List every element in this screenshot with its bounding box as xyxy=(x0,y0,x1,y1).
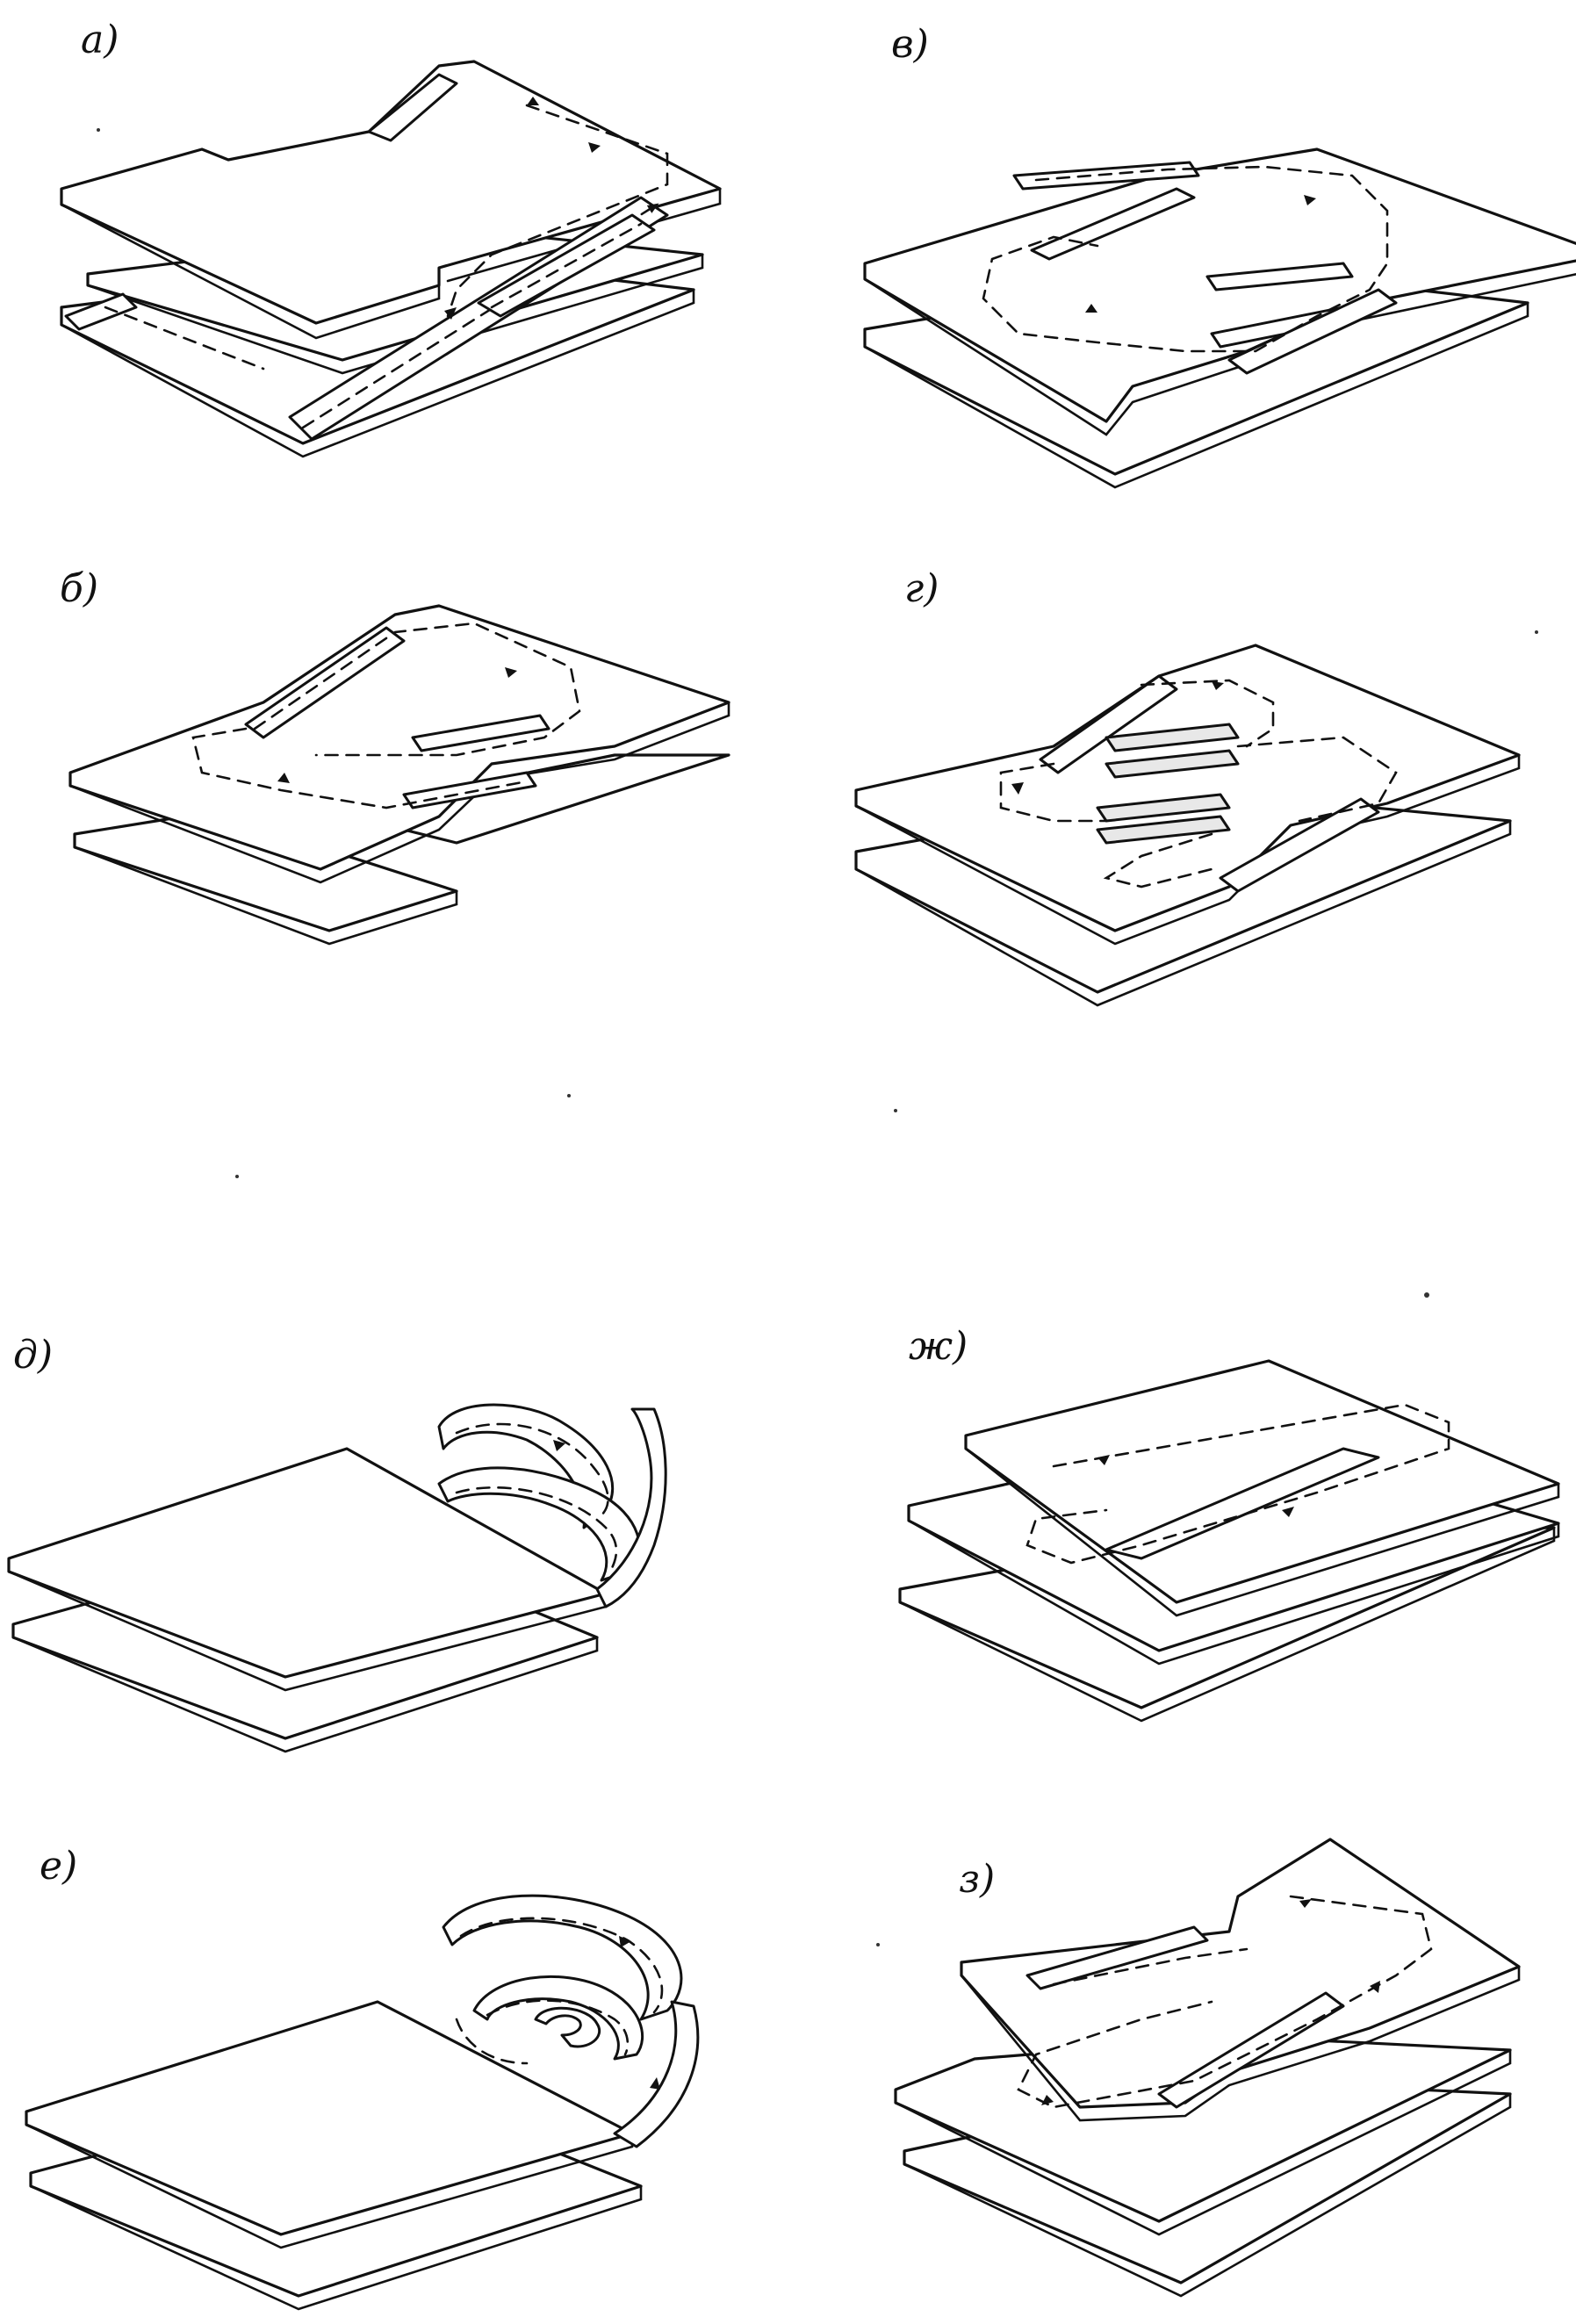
top-plate xyxy=(25,2000,634,2236)
connector-strip xyxy=(1012,161,1200,191)
busbar-assembly-b xyxy=(68,604,730,946)
panel-v: в) xyxy=(863,22,1576,489)
panel-label-z: з) xyxy=(959,1857,995,1902)
busbar-assembly-d xyxy=(7,1403,667,1753)
panel-label-g: г) xyxy=(904,566,939,611)
connector-strip xyxy=(1039,674,1178,774)
connector-strip xyxy=(1105,723,1240,752)
connector-strip xyxy=(1157,1991,1345,2109)
panel-z: з) xyxy=(894,1838,1521,2298)
connector-strip xyxy=(1227,288,1398,375)
spiral-strip xyxy=(472,1975,644,2061)
panel-label-b: б) xyxy=(60,566,98,611)
busbar-assembly-a xyxy=(60,60,722,458)
connector-strip xyxy=(64,292,138,331)
top-plate xyxy=(964,1359,1560,1604)
connector-strip xyxy=(1096,793,1231,823)
busbar-assembly-e xyxy=(25,1894,700,2311)
connector-strip xyxy=(244,626,406,739)
panel-label-v: в) xyxy=(891,22,929,67)
panel-g: г) xyxy=(854,566,1521,1007)
connector-strip xyxy=(1105,1447,1380,1560)
connector-strip xyxy=(1105,749,1240,779)
panel-label-zh: ж) xyxy=(909,1324,968,1369)
connector-strip xyxy=(1219,797,1380,893)
spiral-strip xyxy=(534,2006,601,2048)
busbar-assembly-g xyxy=(854,644,1521,1007)
spiral-strip xyxy=(613,2000,700,2148)
panel-b: б) xyxy=(60,566,730,946)
top-plate xyxy=(960,1838,1521,2109)
top-plate xyxy=(7,1447,608,1679)
top-plate xyxy=(60,60,722,325)
panel-label-e: е) xyxy=(40,1844,77,1889)
spiral-strip xyxy=(595,1407,667,1608)
connector-strip xyxy=(1025,1925,1209,1990)
panel-label-d: д) xyxy=(13,1333,53,1378)
panel-a: а) xyxy=(60,18,722,458)
connector-strip xyxy=(411,714,551,752)
panel-zh: ж) xyxy=(898,1324,1560,1723)
busbar-assembly-v xyxy=(863,147,1576,489)
top-plate xyxy=(68,604,730,871)
connector-strip xyxy=(1096,815,1231,845)
connector-strip xyxy=(1205,262,1354,291)
scan-specks xyxy=(97,128,1538,1946)
connector-strip xyxy=(367,73,458,142)
panel-label-a: а) xyxy=(81,18,119,62)
panel-e: е) xyxy=(25,1844,700,2311)
panel-d: д) xyxy=(7,1333,667,1753)
busbar-assembly-zh xyxy=(898,1359,1560,1723)
spiral-strip xyxy=(442,1894,683,2021)
busbar-assembly-z xyxy=(894,1838,1521,2298)
